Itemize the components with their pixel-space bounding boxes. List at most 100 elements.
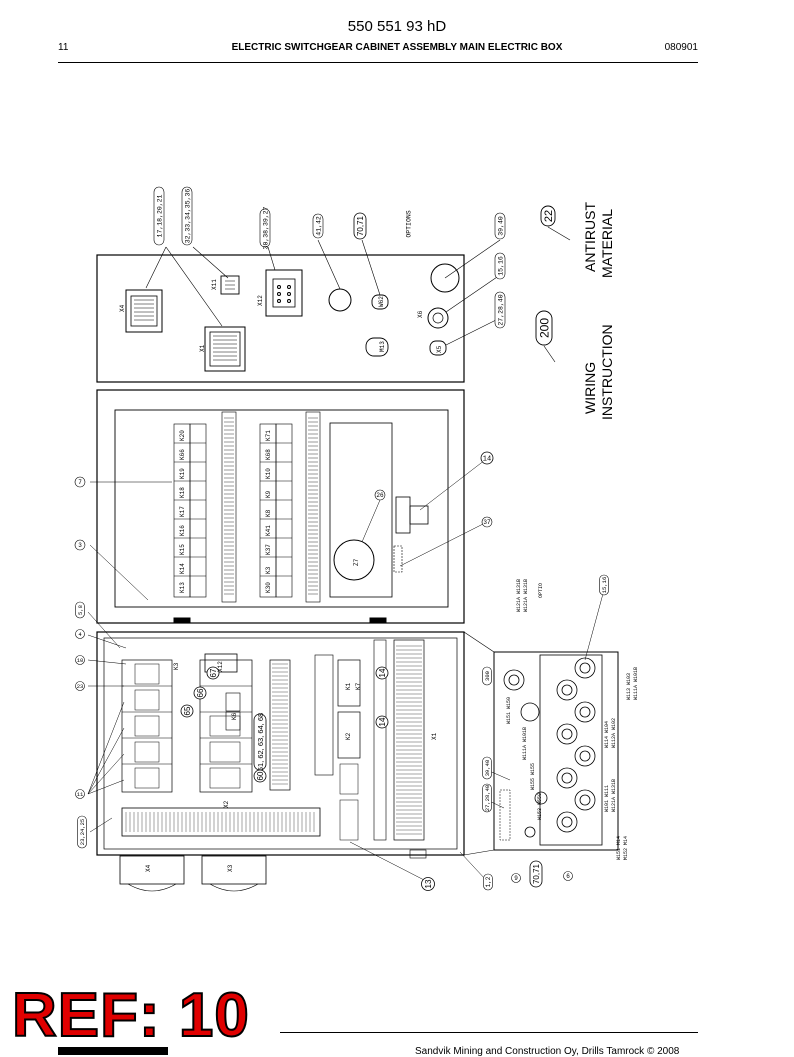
- svg-text:70,71: 70,71: [532, 863, 541, 884]
- svg-text:K14: K14: [179, 563, 186, 574]
- callout-70-71: 70,71: [356, 215, 365, 236]
- instruction-text: INSTRUCTION: [599, 324, 615, 420]
- top-plate: [96, 239, 501, 383]
- svg-text:OPTIO: OPTIO: [538, 583, 544, 598]
- svg-text:W112A W102: W112A W102: [611, 718, 617, 748]
- header-rule: [58, 62, 698, 63]
- svg-text:K6: K6: [231, 712, 238, 720]
- item-22-label: 22: [543, 210, 555, 222]
- svg-text:Z7: Z7: [353, 558, 360, 566]
- svg-text:K3: K3: [265, 566, 272, 574]
- svg-text:K9: K9: [265, 490, 272, 498]
- svg-text:X2: X2: [223, 800, 230, 808]
- svg-text:X12: X12: [217, 661, 224, 672]
- callout-options: OPTIONS: [406, 210, 413, 237]
- svg-text:X1: X1: [431, 732, 438, 740]
- company-logo: [58, 1047, 168, 1055]
- svg-text:4: 4: [78, 631, 82, 638]
- ref-stamp: REF: 10: [11, 981, 250, 1050]
- svg-text:3: 3: [78, 542, 82, 549]
- svg-text:27,28,40: 27,28,40: [484, 785, 491, 811]
- svg-text:23: 23: [77, 683, 84, 690]
- side-annotations: 22 ANTIRUST MATERIAL 200 WIRING INSTRUCT…: [535, 202, 615, 420]
- cabinet-labels: X2 X1 X3 X4 X12 K1 K3 K6 K7 K2: [145, 661, 438, 872]
- svg-text:K66: K66: [179, 449, 186, 460]
- date-code: 080901: [664, 42, 698, 53]
- svg-text:23,24,25: 23,24,25: [79, 819, 86, 845]
- callout-15-16: 15,16: [498, 256, 505, 276]
- svg-text:W62: W62: [378, 296, 385, 307]
- callout-39-40: 39,40: [498, 216, 505, 236]
- item-200-label: 200: [538, 318, 552, 338]
- svg-text:W121A W131B: W121A W131B: [611, 779, 617, 812]
- svg-text:K8: K8: [265, 509, 272, 517]
- svg-text:61, 62, 63, 64, 68: 61, 62, 63, 64, 68: [256, 713, 265, 771]
- svg-text:W114 W104: W114 W104: [604, 721, 610, 748]
- svg-text:K18: K18: [179, 487, 186, 498]
- material-text: MATERIAL: [599, 209, 615, 278]
- svg-text:W121A W131B: W121A W131B: [516, 579, 522, 612]
- footer-rule: [280, 1032, 698, 1033]
- door-panel: [89, 389, 486, 624]
- svg-text:X3: X3: [227, 864, 234, 872]
- svg-text:14: 14: [378, 668, 387, 677]
- svg-text:X6: X6: [417, 310, 424, 318]
- svg-text:K19: K19: [179, 468, 186, 479]
- svg-text:10: 10: [77, 657, 84, 664]
- svg-text:14: 14: [483, 456, 491, 464]
- svg-text:26: 26: [376, 492, 384, 499]
- svg-text:6: 6: [566, 873, 570, 880]
- door-relay-labels: K13 K14 K15 K16 K17 K18 K19 K66 K20 K30 …: [179, 430, 360, 593]
- cabinet-bottom-callouts: 13 1,2 9 70,71 6: [421, 860, 573, 891]
- svg-text:K2: K2: [345, 732, 352, 740]
- svg-text:W151 M14: W151 M14: [616, 836, 622, 860]
- callout-17-21: 17,18,20,21: [157, 194, 164, 237]
- svg-text:K10: K10: [265, 468, 272, 479]
- svg-text:K37: K37: [265, 544, 272, 555]
- wiring-text: WIRING: [582, 362, 598, 414]
- top-callouts: 17,18,20,21 32,33,34,35,36 30,38,39,27 4…: [153, 186, 506, 329]
- svg-text:W111A W101B: W111A W101B: [633, 667, 639, 700]
- svg-text:K17: K17: [179, 506, 186, 517]
- svg-text:15,16: 15,16: [601, 577, 608, 594]
- svg-text:9: 9: [514, 875, 518, 882]
- svg-text:1,2: 1,2: [485, 876, 492, 887]
- svg-text:W151 W150: W151 W150: [506, 697, 512, 724]
- svg-text:K16: K16: [179, 525, 186, 536]
- svg-text:X1: X1: [199, 344, 206, 352]
- svg-text:M13: M13: [379, 341, 386, 352]
- document-number: 550 551 93 hD: [347, 18, 447, 35]
- svg-text:60: 60: [256, 771, 265, 780]
- svg-text:K7: K7: [355, 682, 362, 690]
- svg-text:66: 66: [196, 688, 205, 697]
- page-number: 11: [58, 42, 69, 53]
- main-cabinet: [87, 611, 487, 892]
- svg-text:7: 7: [78, 479, 82, 486]
- callout-41-42: 41,42: [316, 216, 323, 236]
- gland-labels: 15,16 39,40 27,28,40 300 W121A W131B W12…: [482, 574, 639, 860]
- svg-text:K1: K1: [345, 682, 352, 690]
- antirust-text: ANTIRUST: [582, 202, 598, 272]
- callout-30-27: 30,38,39,27: [263, 206, 270, 249]
- svg-text:X5: X5: [436, 345, 443, 353]
- svg-text:M152 M14: M152 M14: [623, 836, 629, 860]
- svg-text:13: 13: [424, 879, 433, 888]
- svg-text:65: 65: [183, 706, 192, 715]
- svg-text:W153 W550: W153 W550: [537, 793, 543, 820]
- door-callouts: 7 3 26 14 37: [74, 451, 494, 551]
- svg-text:X4: X4: [145, 864, 152, 872]
- svg-text:300: 300: [484, 671, 491, 681]
- svg-text:K20: K20: [179, 430, 186, 441]
- callout-27-28-40: 27,28,40: [498, 294, 505, 325]
- svg-text:K30: K30: [265, 582, 272, 593]
- cabinet-mid-callouts: 65 66 67 61, 62, 63, 64, 68 60 14 14: [180, 666, 389, 783]
- svg-text:K68: K68: [265, 449, 272, 460]
- svg-text:K15: K15: [179, 544, 186, 555]
- svg-text:14: 14: [378, 717, 387, 726]
- svg-text:X4: X4: [119, 304, 126, 312]
- footer-copyright: Sandvik Mining and Construction Oy, Dril…: [415, 1046, 680, 1057]
- svg-text:K71: K71: [265, 430, 272, 441]
- svg-text:67: 67: [209, 668, 218, 677]
- plate-labels: X4 X1 X11 X12 W62 M13 X6 X5: [119, 279, 443, 353]
